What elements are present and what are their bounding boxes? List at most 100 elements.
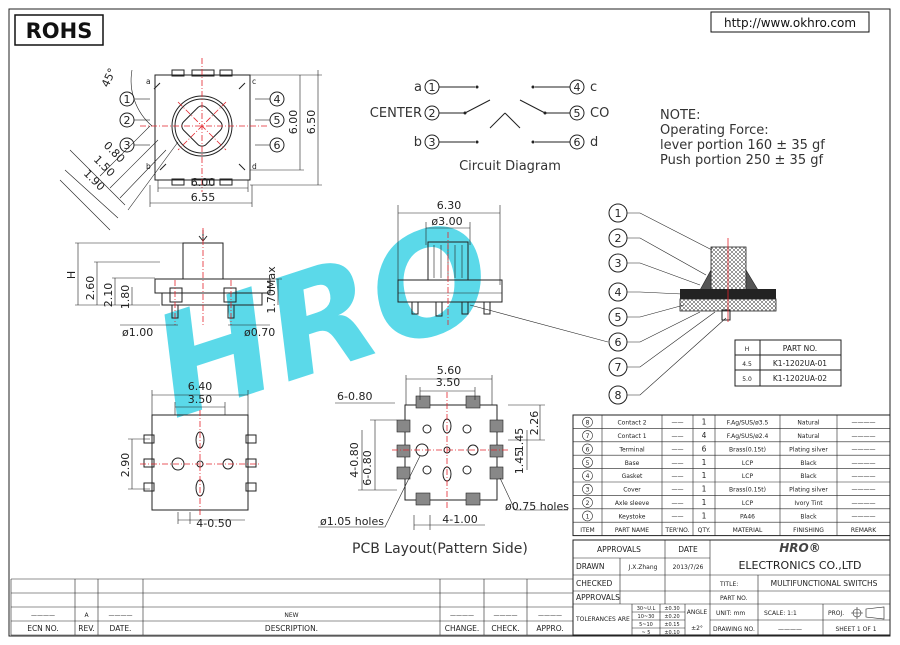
bom-cell: 4 xyxy=(586,473,590,480)
bom-cell: ———— xyxy=(852,513,876,520)
bom-cell: 3 xyxy=(586,487,590,494)
svg-text:lever portion 160 ± 35 gf: lever portion 160 ± 35 gf xyxy=(660,138,825,153)
revision-header: CHANGE. xyxy=(445,624,480,633)
bom-cell: —— xyxy=(672,500,684,507)
svg-text:5: 5 xyxy=(274,114,281,127)
svg-text:c: c xyxy=(252,77,256,86)
svg-text:ANGLE: ANGLE xyxy=(687,609,708,616)
side-view: H 2.60 2.10 1.80 1.70Max ø1.00 ø0.70 xyxy=(65,228,282,339)
svg-text:6.00: 6.00 xyxy=(287,110,300,135)
svg-text:30~U.L: 30~U.L xyxy=(637,606,656,612)
bom-cell: F.Ag/SUS/ø3.5 xyxy=(727,420,769,427)
revision-cell: ———— xyxy=(31,612,55,619)
bom-cell: 1 xyxy=(702,458,707,467)
svg-text:3.50: 3.50 xyxy=(436,376,461,389)
svg-text:1.45: 1.45 xyxy=(513,428,526,453)
svg-text:Circuit Diagram: Circuit Diagram xyxy=(459,159,561,174)
svg-text:2013/7/26: 2013/7/26 xyxy=(673,564,704,571)
bom-cell: —— xyxy=(672,446,684,453)
svg-text:4-0.50: 4-0.50 xyxy=(196,517,231,530)
leader-line xyxy=(627,317,727,396)
projection-symbol-icon xyxy=(851,606,885,620)
svg-text:APPROVALS: APPROVALS xyxy=(576,593,620,602)
svg-text:4: 4 xyxy=(574,81,581,94)
leader-line xyxy=(627,311,716,368)
svg-text:b: b xyxy=(414,135,422,150)
bom-header: MATERIAL xyxy=(733,527,763,534)
title-block: APPROVALS DATE HRO® ELECTRONICS CO.,LTD … xyxy=(572,539,891,636)
bom-cell: Axle sleeve xyxy=(615,500,650,507)
bottom-view: 6.40 3.50 2.90 4-0.50 xyxy=(119,380,260,530)
bom-cell: ———— xyxy=(852,487,876,494)
bom-cell: Ivory Tint xyxy=(794,500,823,507)
svg-text:ø1.00: ø1.00 xyxy=(122,326,153,339)
svg-text:CHECKED: CHECKED xyxy=(576,579,613,588)
bom-cell: ———— xyxy=(852,446,876,453)
svg-text:J.X.Zhang: J.X.Zhang xyxy=(628,564,658,571)
svg-text:5~10: 5~10 xyxy=(639,622,653,628)
svg-text:PART NO.: PART NO. xyxy=(783,344,817,353)
bom-cell: Brass(0.15t) xyxy=(729,487,766,494)
svg-text:UNIT: mm: UNIT: mm xyxy=(716,610,745,617)
section-callout-label: 1 xyxy=(615,207,622,220)
revision-cell: ———— xyxy=(109,612,133,619)
svg-text:10~30: 10~30 xyxy=(638,614,655,620)
svg-text:a: a xyxy=(146,77,151,86)
website-url[interactable]: http://www.okhro.com xyxy=(710,11,870,33)
revision-cell: ———— xyxy=(450,612,474,619)
bom-cell: 1 xyxy=(586,513,590,520)
revision-header: DESCRIPTION. xyxy=(265,624,318,633)
bom-cell: 4 xyxy=(702,431,707,440)
item-number-circle xyxy=(582,483,593,495)
revision-header: APPRO. xyxy=(536,624,563,633)
svg-text:CENTER: CENTER xyxy=(370,106,422,121)
svg-text:±2°: ±2° xyxy=(691,625,703,632)
svg-text:PROJ.: PROJ. xyxy=(828,610,844,617)
bom-cell: Cover xyxy=(623,487,641,494)
svg-text:ø1.05 holes: ø1.05 holes xyxy=(320,515,384,528)
revision-header: REV. xyxy=(78,624,95,633)
bom-cell: ———— xyxy=(852,433,876,440)
rohs-badge: ROHS xyxy=(14,14,104,46)
section-callout-label: 5 xyxy=(615,311,622,324)
bom-cell: 1 xyxy=(702,498,707,507)
bom-cell: ———— xyxy=(852,500,876,507)
section-callout-label: 3 xyxy=(615,257,622,270)
bom-cell: LCP xyxy=(742,500,754,507)
bom-cell: —— xyxy=(672,513,684,520)
svg-text:TITLE:: TITLE: xyxy=(719,581,738,588)
svg-text:d: d xyxy=(590,135,598,150)
svg-text:MULTIFUNCTIONAL SWITCHS: MULTIFUNCTIONAL SWITCHS xyxy=(771,579,878,588)
bom-cell: Keystoke xyxy=(619,513,646,520)
revision-cell: ———— xyxy=(494,612,518,619)
leader-line xyxy=(627,237,707,276)
bom-cell: F.Ag/SUS/ø2.4 xyxy=(727,433,769,440)
svg-text:5.0: 5.0 xyxy=(742,376,752,383)
bom-cell: PA46 xyxy=(740,513,755,520)
svg-text:4-1.00: 4-1.00 xyxy=(442,513,477,526)
note: NOTE: Operating Force: lever portion 160… xyxy=(660,108,825,168)
item-number-circle xyxy=(582,497,593,508)
svg-text:APPROVALS: APPROVALS xyxy=(597,545,641,554)
svg-text:6.55: 6.55 xyxy=(191,191,216,204)
svg-text:~ 5: ~ 5 xyxy=(642,630,651,636)
item-number-circle xyxy=(582,457,593,468)
svg-text:NOTE:: NOTE: xyxy=(660,108,701,123)
item-number-circle xyxy=(582,443,593,455)
svg-text:SHEET 1 OF 1: SHEET 1 OF 1 xyxy=(835,626,876,633)
bom-cell: 6 xyxy=(586,446,590,453)
svg-text:1.80: 1.80 xyxy=(119,285,132,310)
item-number-circle xyxy=(582,510,593,522)
pcb-layout: 5.60 3.50 6-0.80 4-0.80 6-0.80 2.26 1.45… xyxy=(318,364,569,557)
item-number-circle xyxy=(582,430,593,441)
revision-block: ————A————NEW————————————ECN NO.REV.DATE.… xyxy=(10,578,574,636)
item-number-circle xyxy=(582,470,593,482)
bom-cell: ———— xyxy=(852,473,876,480)
svg-text:2: 2 xyxy=(124,114,131,127)
svg-text:ELECTRONICS CO.,LTD: ELECTRONICS CO.,LTD xyxy=(738,559,861,572)
bom-header: TER'NO. xyxy=(664,527,689,534)
